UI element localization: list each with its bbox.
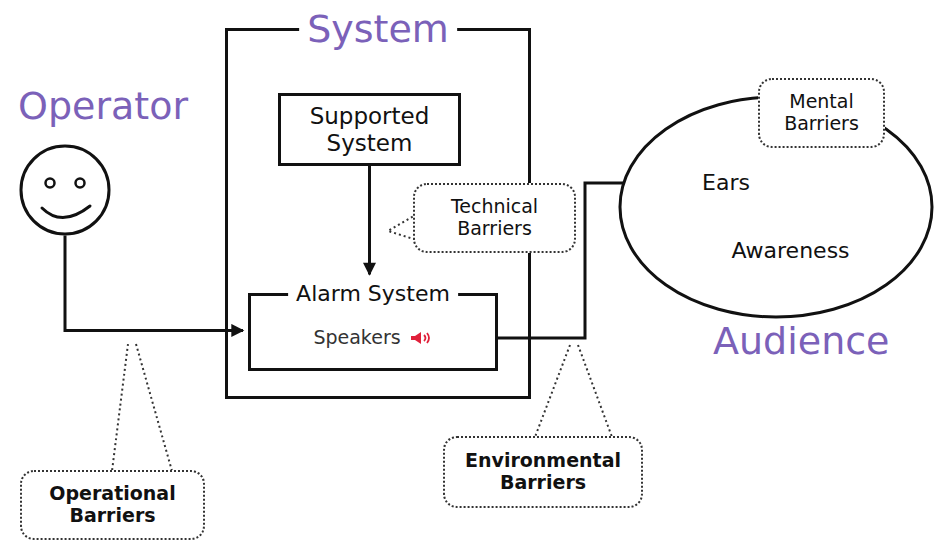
actor-figure: Operator (18, 85, 208, 237)
text-column: Supported System (281, 96, 458, 163)
box-text: Supported System (289, 103, 450, 156)
speaker-icon (409, 330, 433, 346)
text-wrap: Mental Barriers (768, 91, 875, 135)
box-title: Alarm System (288, 282, 458, 306)
speaker-cone (411, 332, 421, 344)
actor-heading: Operator (18, 85, 188, 129)
callout-text: Mental Barriers (768, 91, 875, 135)
callout-tail (136, 344, 172, 471)
box-body: Speakers (251, 308, 495, 368)
text-column: Mental Barriers (760, 80, 883, 146)
face-eye (46, 179, 55, 188)
text-wrap: Supported System (289, 103, 450, 156)
callout-tail (535, 345, 570, 437)
barrier-callout: Environmental Barriers (443, 436, 643, 508)
connector-arrow (368, 166, 371, 274)
audience-heading: Audience (713, 320, 890, 364)
text-column: Operational Barriers (22, 472, 203, 538)
barrier-callout: Technical Barriers (413, 183, 576, 253)
group-label: Audience (713, 320, 890, 364)
callout-tail (112, 344, 128, 471)
face-smile (42, 206, 90, 218)
barrier-callout: Mental Barriers (758, 78, 885, 148)
boundary-title: System (299, 9, 457, 51)
text-column: Environmental Barriers (445, 438, 641, 506)
text-wrap: Technical Barriers (423, 196, 566, 240)
stage-label: Ears (693, 165, 759, 201)
text-column: Ears (693, 165, 759, 201)
text-column: Technical Barriers (415, 185, 574, 251)
text-wrap: Operational Barriers (30, 483, 195, 527)
callout-text: Environmental Barriers (453, 450, 633, 494)
callout-tail (578, 345, 612, 437)
callout-text: Technical Barriers (423, 196, 566, 240)
stage-text: Ears (702, 170, 750, 195)
connector-arrow (65, 236, 243, 331)
barrier-callout: Operational Barriers (20, 470, 205, 540)
callout-text: Operational Barriers (30, 483, 195, 527)
text-wrap: Ears (702, 170, 750, 195)
text-column: Awareness (718, 232, 863, 270)
sound-wave (424, 333, 429, 343)
face-outline (21, 146, 109, 234)
stage-text: Awareness (731, 238, 849, 263)
smiley-face (18, 140, 118, 237)
actor-label: Operator (18, 85, 188, 129)
alarm-box: Alarm SystemSpeakers (248, 293, 498, 371)
text-wrap: Environmental Barriers (453, 450, 633, 494)
process-box: Supported System (278, 93, 461, 166)
text-wrap: Awareness (731, 238, 849, 263)
stage-label: Awareness (718, 232, 863, 270)
face-eye (76, 179, 85, 188)
component-label: Speakers (313, 327, 400, 349)
